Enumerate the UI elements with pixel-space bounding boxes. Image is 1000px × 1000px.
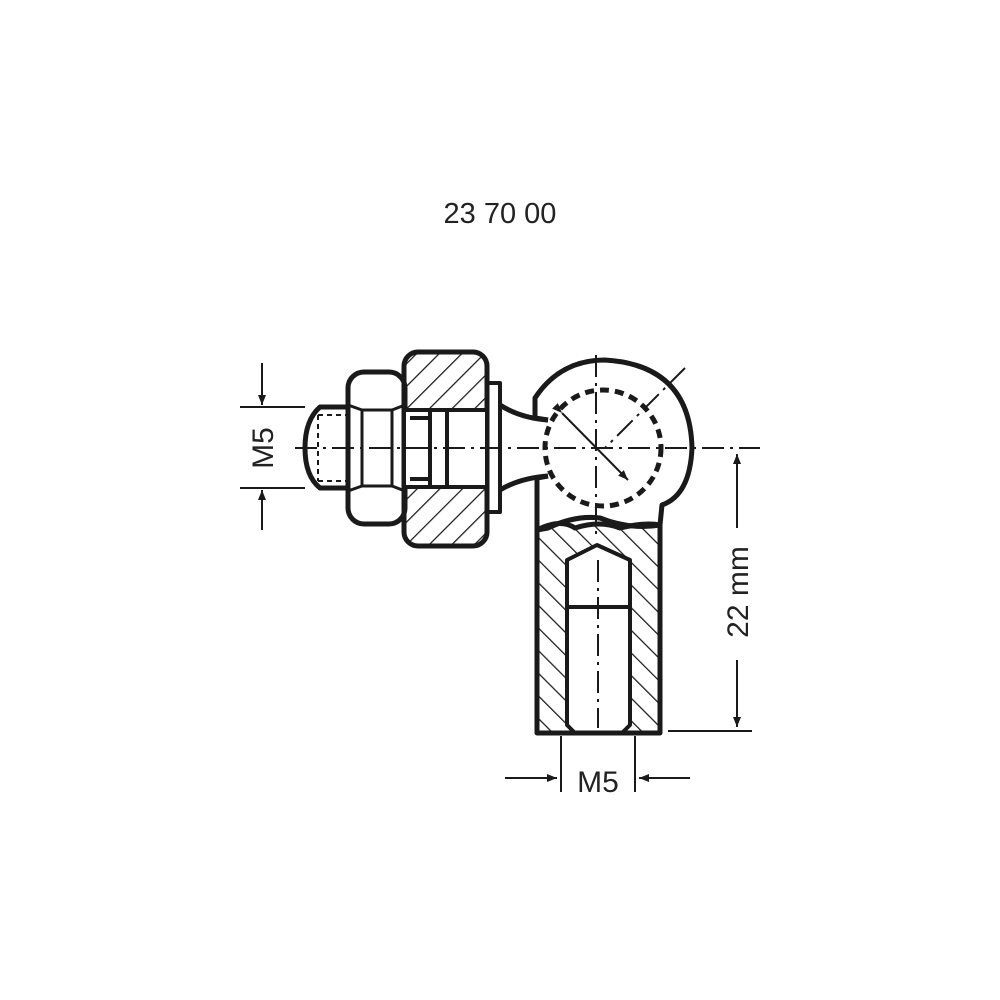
body-length-label: 22 mm [722, 546, 755, 638]
thread-hidden-lines [317, 414, 350, 482]
stud-thread-label: M5 [247, 427, 280, 469]
ball-diameter-arrow [552, 403, 629, 481]
body-thread-label: M5 [577, 766, 619, 799]
ball-housing [532, 357, 695, 533]
part-number-title: 23 70 00 [443, 198, 557, 230]
